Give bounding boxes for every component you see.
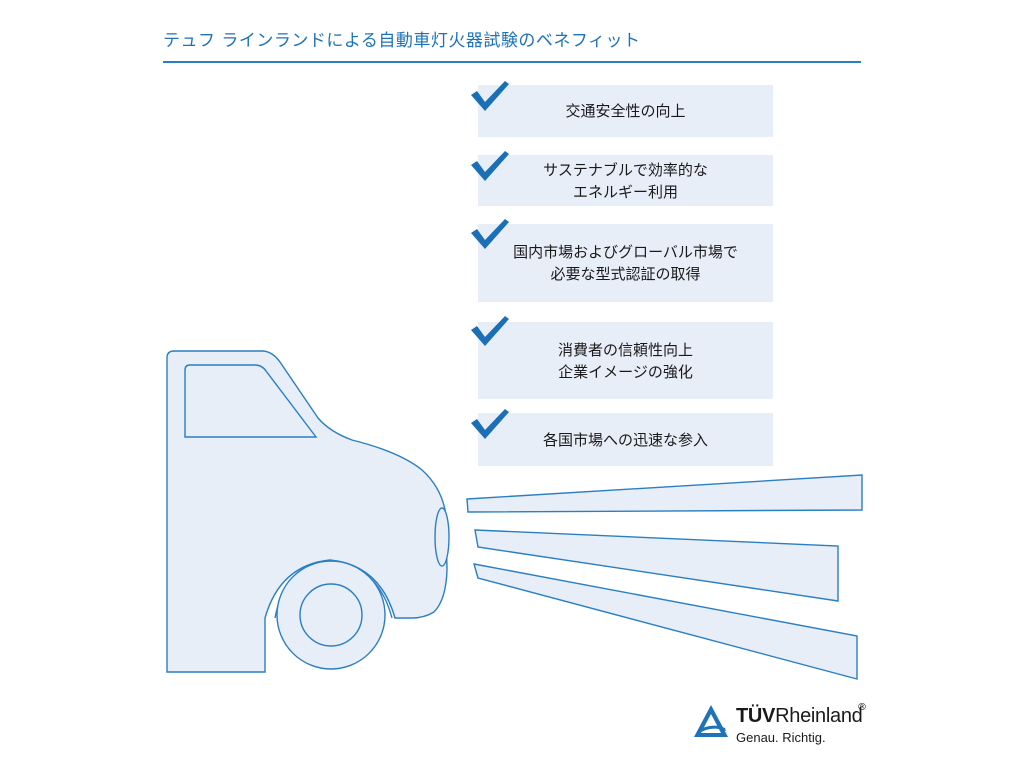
benefit-box-4: 消費者の信頼性向上 企業イメージの強化: [478, 322, 773, 399]
logo-brand-light: Rheinland: [775, 705, 863, 727]
wheel-inner: [299, 583, 363, 647]
truck-window: [184, 364, 318, 438]
checkmark-icon: [471, 219, 509, 249]
registered-mark: ®: [857, 702, 867, 713]
logo-wordmark: TÜVRheinland: [736, 705, 863, 728]
checkmark-icon: [471, 316, 509, 346]
benefit-text: サステナブルで効率的な エネルギー利用: [543, 160, 708, 201]
benefit-box-3: 国内市場およびグローバル市場で 必要な型式認証の取得: [478, 224, 773, 302]
benefit-box-1: 交通安全性の向上: [478, 85, 773, 137]
headlight: [434, 507, 450, 567]
page-title: テュフ ラインランドによる自動車灯火器試験のベネフィット: [163, 31, 641, 51]
benefit-text: 交通安全性の向上: [565, 102, 686, 120]
light-beam-2: [474, 529, 839, 602]
light-beam-3: [473, 563, 858, 680]
benefit-text: 各国市場への迅速な参入: [542, 430, 708, 449]
checkmark-icon: [471, 151, 509, 181]
logo-brand-bold: TÜV: [736, 705, 776, 727]
checkmark-icon: [471, 81, 509, 111]
light-beam-1: [466, 474, 863, 513]
benefit-text: 消費者の信頼性向上 企業イメージの強化: [557, 340, 693, 381]
benefit-box-2: サステナブルで効率的な エネルギー利用: [478, 155, 773, 206]
tuv-triangle-icon: [694, 705, 728, 737]
tuv-rheinland-logo: TÜVRheinland ® Genau. Richtig.: [693, 702, 873, 752]
benefit-text: 国内市場およびグローバル市場で 必要な型式認証の取得: [513, 243, 738, 283]
logo-tagline: Genau. Richtig.: [736, 730, 826, 745]
checkmark-icon: [471, 409, 509, 439]
title-divider: [163, 61, 861, 63]
benefit-box-5: 各国市場への迅速な参入: [478, 413, 773, 466]
